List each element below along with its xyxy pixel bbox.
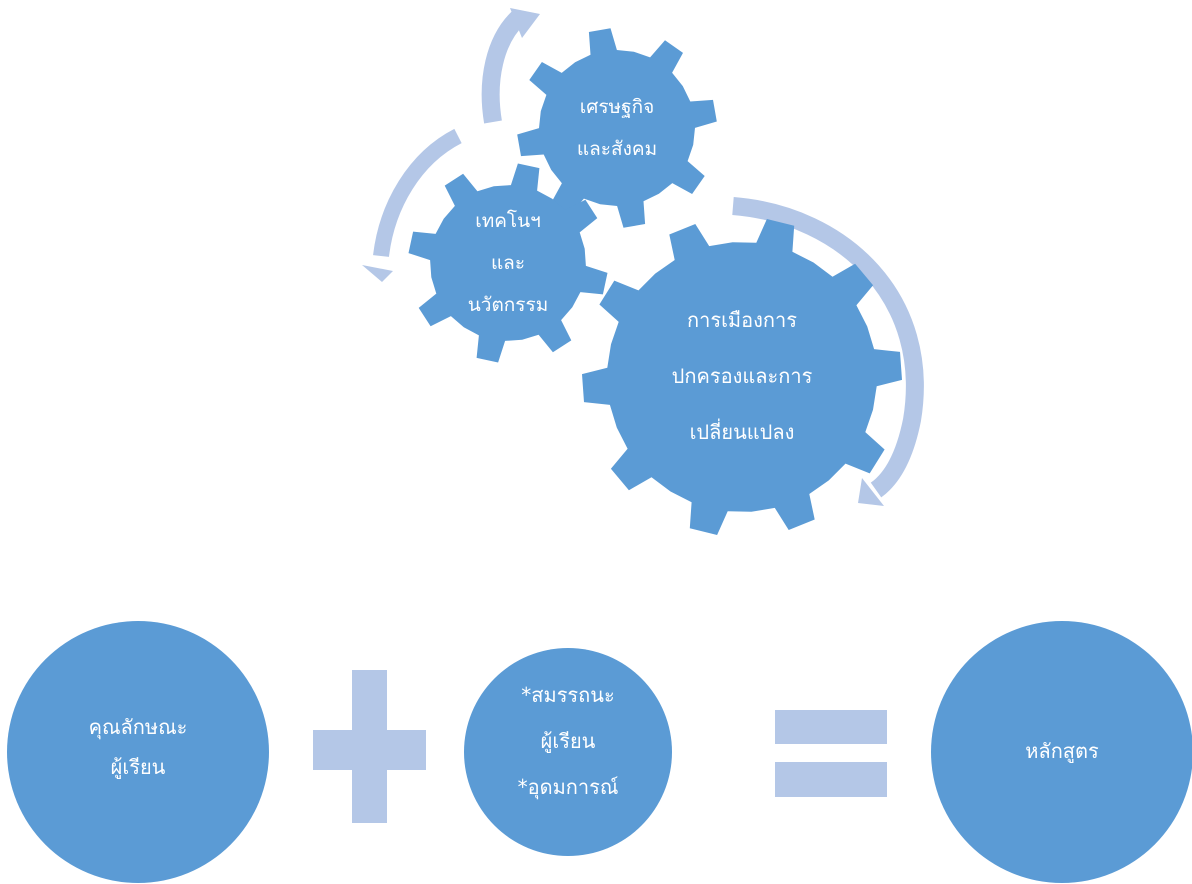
label-line: ผู้เรียน — [111, 755, 166, 780]
label-line: *สมรรถนะ — [521, 683, 614, 707]
label-line: เทคโนฯ — [475, 209, 541, 232]
label-line: นวัตกรรม — [468, 294, 548, 316]
label-line: คุณลักษณะ — [89, 715, 188, 740]
arrow-to-politics — [732, 197, 924, 498]
circle-learner-characteristics — [7, 621, 269, 883]
label-line: การเมืองการ — [687, 308, 797, 332]
gear-politics-shape — [582, 219, 902, 535]
cycle-arrows — [362, 8, 924, 506]
circle-curriculum — [931, 621, 1192, 883]
gear-politics: การเมืองการปกครองและการเปลี่ยนแปลง — [582, 219, 902, 535]
circle-competency-ideology — [464, 648, 672, 856]
arrow-head-technology — [362, 265, 393, 282]
label-line: หลักสูตร — [1025, 739, 1099, 764]
label-line: และ — [491, 252, 525, 274]
gear-technology-shape — [408, 163, 608, 363]
arrow-head-economy — [510, 8, 540, 38]
plus-icon — [313, 670, 426, 823]
label-line: เศรษฐกิจ — [580, 96, 654, 118]
arrow-to-technology — [373, 128, 462, 258]
gear-technology-label: เทคโนฯและนวัตกรรม — [468, 209, 548, 316]
label-curriculum: หลักสูตร — [1025, 739, 1099, 764]
equation: คุณลักษณะผู้เรียน *สมรรถนะผู้เรียน *อุดมก… — [7, 621, 1192, 883]
gear-economy-shape — [517, 28, 717, 228]
label-competency-ideology: *สมรรถนะผู้เรียน *อุดมการณ์ — [518, 683, 619, 800]
label-line: ปกครองและการ — [672, 364, 813, 388]
label-line: *อุดมการณ์ — [518, 775, 619, 800]
gear-technology: เทคโนฯและนวัตกรรม — [408, 163, 608, 363]
label-learner-characteristics: คุณลักษณะผู้เรียน — [89, 715, 188, 780]
label-line: ผู้เรียน — [541, 729, 596, 754]
label-line: และสังคม — [577, 138, 657, 160]
gear-economy-label: เศรษฐกิจและสังคม — [577, 96, 657, 160]
label-line: เปลี่ยนแปลง — [690, 418, 795, 444]
gear-economy: เศรษฐกิจและสังคม — [517, 28, 717, 228]
arrow-to-economy — [481, 11, 525, 124]
gear-politics-label: การเมืองการปกครองและการเปลี่ยนแปลง — [672, 308, 813, 444]
arrow-head-politics — [858, 478, 884, 506]
equals-icon — [775, 710, 887, 797]
